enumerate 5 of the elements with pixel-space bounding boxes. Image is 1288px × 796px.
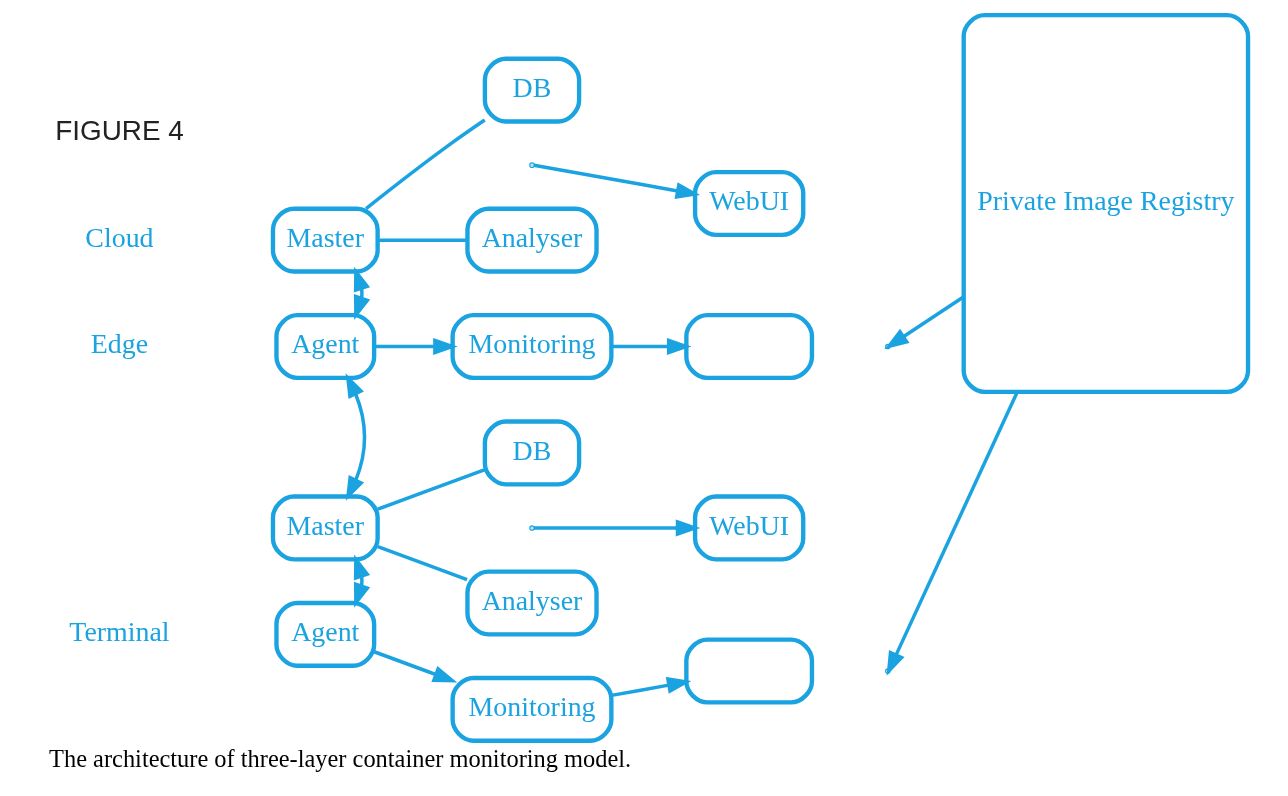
label: Cloud [84,221,154,253]
label: Edge [90,328,148,360]
caption: The architecture of three-layer container monitoring model. [48,745,631,773]
label: Terminal [68,615,170,647]
label: FIGURE 4 [54,115,184,147]
